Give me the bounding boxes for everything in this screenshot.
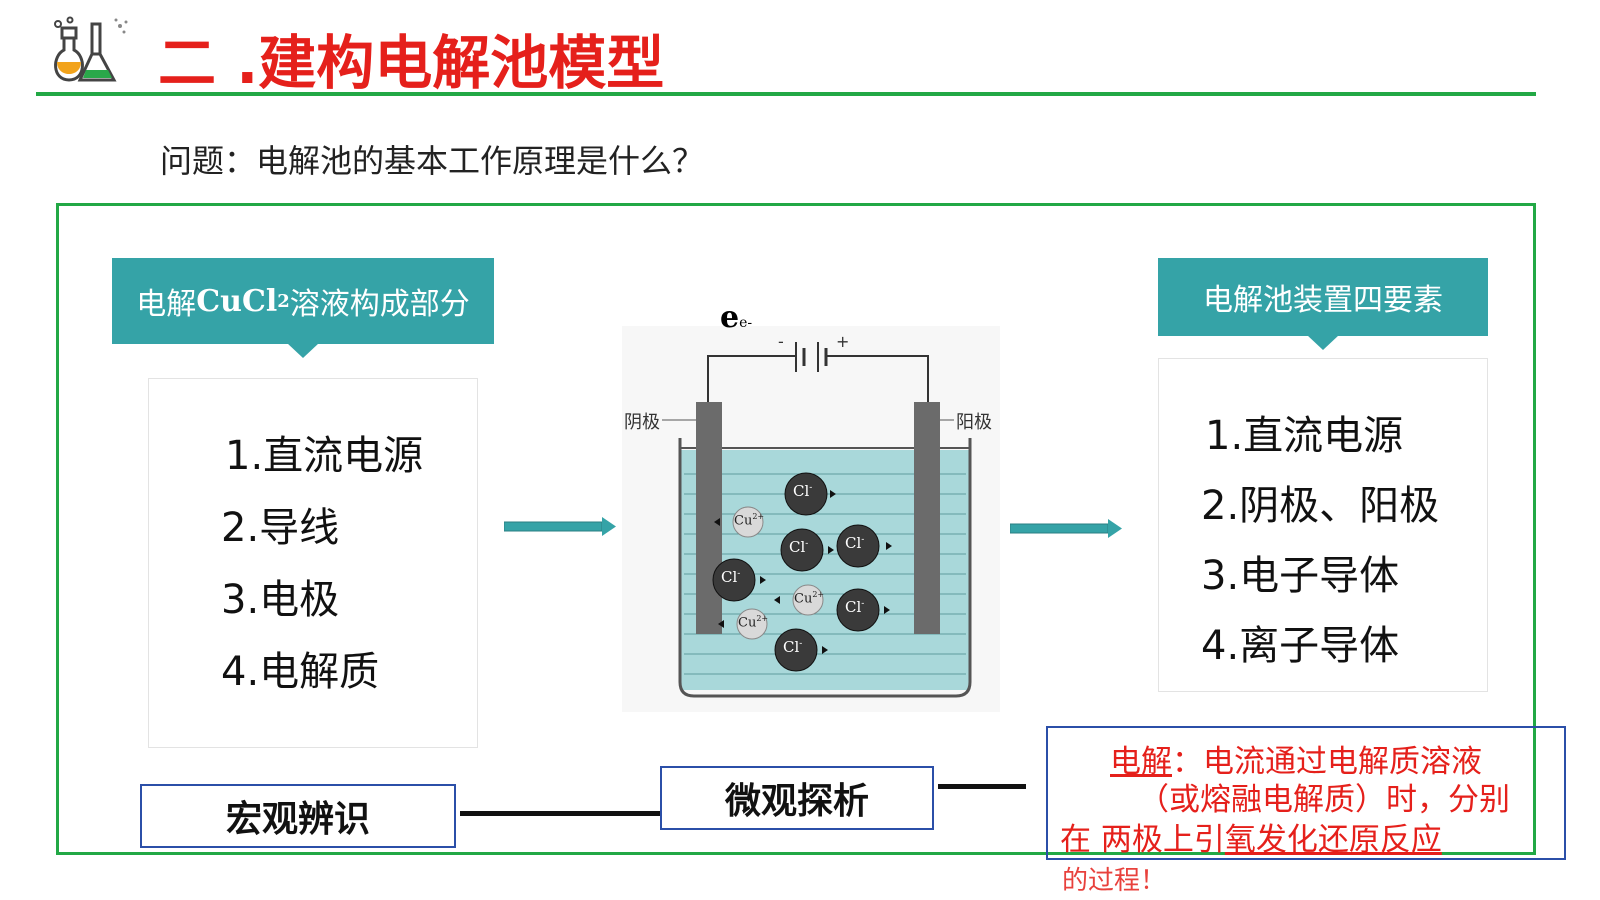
right-tag-pointer <box>1307 335 1339 350</box>
battery-plus-label: + <box>836 332 850 351</box>
left-list-panel: 1.直流电源 2.导线 3.电极 4.电解质 <box>148 378 478 748</box>
chemistry-flask-icon <box>50 14 130 86</box>
chloride-ion: Cl- <box>721 568 741 586</box>
right-tag-label: 电解池装置四要素 <box>1203 283 1443 318</box>
chloride-ion: Cl- <box>845 534 865 552</box>
definition-line-1: 电解：电流通过电解质溶液 <box>1110 744 1482 780</box>
electron-label: e <box>720 300 740 335</box>
right-section-tag: 电解池装置四要素 <box>1158 258 1488 350</box>
cathode-label: 阴极 <box>624 412 660 433</box>
right-arrow-icon <box>503 516 616 538</box>
left-list-item-1: 1.直流电源 <box>225 433 424 479</box>
chloride-ion: Cl- <box>793 482 813 500</box>
anode-label: 阳极 <box>956 412 992 433</box>
battery-minus-label: - <box>778 332 784 351</box>
definition-line-3: 在 两极上引氧发化还原反应 <box>1060 822 1442 858</box>
left-list-item-2: 2.导线 <box>221 505 340 551</box>
definition-term: 电解 <box>1110 744 1172 780</box>
right-list-panel: 1.直流电源 2.阴极、阳极 3.电子导体 4.离子导体 <box>1158 358 1488 692</box>
macro-identification-box: 宏观辨识 <box>140 784 456 848</box>
electron-label-small: e- <box>739 315 753 331</box>
title-divider <box>36 92 1536 96</box>
definition-box <box>1046 726 1566 860</box>
right-list-item-3: 3.电子导体 <box>1201 553 1400 599</box>
micro-analysis-box: 微观探析 <box>660 766 934 830</box>
copper-ion: Cu2+ <box>734 512 765 529</box>
content-frame <box>56 203 1536 855</box>
left-tag-suffix: 溶液构成部分 <box>289 287 470 322</box>
copper-ion: Cu2+ <box>738 614 769 631</box>
definition-line-2: （或熔融电解质）时，分别 <box>1138 782 1510 818</box>
chloride-ion: Cl- <box>845 598 865 616</box>
chloride-ion: Cl- <box>783 638 803 656</box>
connector-line <box>460 811 660 816</box>
connector-line <box>938 784 1026 789</box>
right-list-item-1: 1.直流电源 <box>1205 413 1404 459</box>
chloride-ion: Cl- <box>789 538 809 556</box>
left-tag-pointer <box>287 343 319 358</box>
copper-ion: Cu2+ <box>794 590 825 607</box>
right-list-item-4: 4.离子导体 <box>1201 623 1400 669</box>
question-text: 问题：电解池的基本工作原理是什么？ <box>160 142 705 180</box>
page-title: 二 .建构电解池模型 <box>158 29 665 97</box>
right-arrow-icon <box>1009 518 1122 540</box>
definition-line-4: 的过程！ <box>1062 866 1167 896</box>
left-tag-formula-sub: 2 <box>277 290 290 312</box>
left-tag-formula: CuCl <box>196 283 278 319</box>
right-list-item-2: 2.阴极、阳极 <box>1201 483 1440 529</box>
left-tag-prefix: 电解 <box>136 287 197 322</box>
left-list-item-4: 4.电解质 <box>221 649 380 695</box>
electrolysis-cell-diagram: ee- - + 阴极 阳极 Cl- Cl- Cl- Cl- Cl- Cl- Cu… <box>622 298 1000 712</box>
left-list-item-3: 3.电极 <box>221 577 340 623</box>
